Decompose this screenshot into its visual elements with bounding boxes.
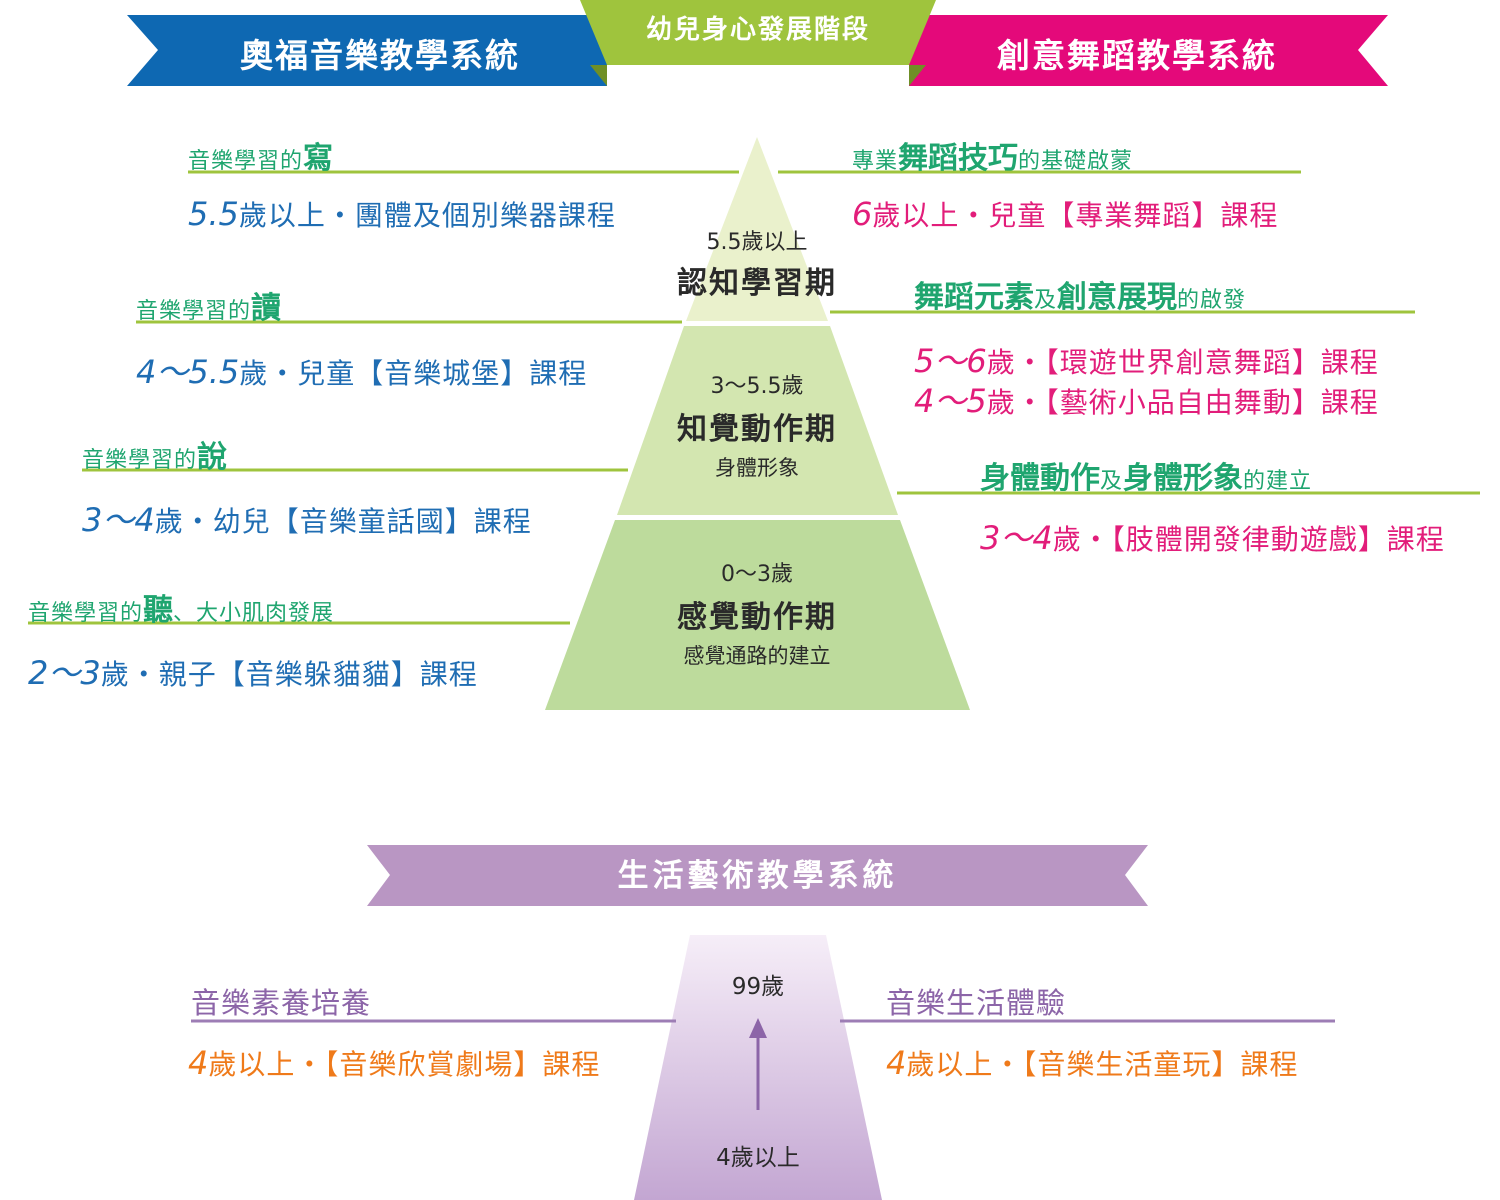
course-age: 4 bbox=[886, 1044, 907, 1082]
stage-middle-sub: 身體形象 bbox=[715, 456, 799, 480]
life-top-age: 99歲 bbox=[731, 974, 785, 1000]
left-heading-listen: 音樂學習的聽、大小肌肉發展 bbox=[28, 585, 334, 629]
life-right-course: 4歲以上・【音樂生活童玩】課程 bbox=[886, 1043, 1298, 1083]
heading-prefix: 音樂學習的 bbox=[82, 448, 198, 473]
right-heading-creative: 舞蹈元素及創意展現的啟發 bbox=[914, 272, 1246, 316]
right-heading-technique: 專業舞蹈技巧的基礎啟蒙 bbox=[852, 133, 1133, 177]
center-banner-title: 幼兒身心發展階段 bbox=[645, 15, 870, 45]
course-age: 3～4 bbox=[980, 519, 1053, 557]
left-heading-speak: 音樂學習的說 bbox=[82, 432, 227, 476]
course-text: 歲以上・【音樂欣賞劇場】課程 bbox=[208, 1048, 601, 1081]
left-heading-read: 音樂學習的讀 bbox=[136, 283, 281, 327]
life-bottom-age: 4歲以上 bbox=[716, 1145, 800, 1171]
stage-bottom-age: 0～3歲 bbox=[721, 562, 793, 587]
stage-bottom-name: 感覺動作期 bbox=[677, 600, 837, 635]
course-text: 歲・幼兒【音樂童話國】課程 bbox=[154, 505, 532, 538]
left-course-write: 5.5歲以上・團體及個別樂器課程 bbox=[188, 194, 616, 234]
right-heading-body: 身體動作及身體形象的建立 bbox=[980, 453, 1312, 497]
heading-connector: 及 bbox=[1034, 288, 1058, 313]
center-banner-shape bbox=[580, 0, 936, 65]
pyramid-middle bbox=[617, 326, 898, 515]
heading-emphasis: 說 bbox=[197, 440, 228, 475]
heading-prefix: 音樂學習的 bbox=[136, 299, 252, 324]
left-course-speak: 3～4歲・幼兒【音樂童話國】課程 bbox=[82, 495, 532, 541]
course-text: 歲以上・【音樂生活童玩】課程 bbox=[906, 1048, 1299, 1081]
heading-emphasis: 舞蹈技巧 bbox=[898, 141, 1019, 176]
right-banner-title: 創意舞蹈教學系統 bbox=[997, 36, 1277, 75]
course-text: 歲・【肢體開發律動遊戲】課程 bbox=[1052, 523, 1445, 556]
heading-emphasis-1: 身體動作 bbox=[980, 461, 1100, 496]
heading-suffix: 的建立 bbox=[1243, 469, 1313, 494]
course-text: 歲以上・團體及個別樂器課程 bbox=[238, 199, 616, 232]
left-banner-title: 奧福音樂教學系統 bbox=[240, 36, 520, 75]
bottom-banner-shape bbox=[367, 845, 1148, 906]
left-banner-shape bbox=[127, 15, 607, 86]
stage-bottom-sub: 感覺通路的建立 bbox=[683, 644, 831, 668]
course-age: 4～5.5 bbox=[136, 353, 240, 391]
course-age: 5～6 bbox=[914, 342, 987, 380]
left-heading-write: 音樂學習的寫 bbox=[188, 133, 333, 177]
center-banner-fold-left bbox=[590, 65, 607, 86]
stage-top-age: 5.5歲以上 bbox=[706, 230, 808, 255]
heading-prefix: 音樂學習的 bbox=[188, 149, 304, 174]
course-age: 6 bbox=[852, 195, 873, 233]
heading-emphasis: 讀 bbox=[251, 291, 282, 326]
heading-emphasis: 聽 bbox=[143, 593, 174, 628]
course-age: 2～3 bbox=[28, 654, 101, 692]
course-text: 歲以上・兒童【專業舞蹈】課程 bbox=[872, 199, 1279, 232]
stage-top: 5.5歲以上 認知學習期 bbox=[657, 224, 857, 302]
heading-emphasis-2: 身體形象 bbox=[1123, 461, 1244, 496]
course-text: 歲・【環遊世界創意舞蹈】課程 bbox=[986, 346, 1379, 379]
pyramid-bottom bbox=[545, 520, 970, 710]
right-course-rhythm: 3～4歲・【肢體開發律動遊戲】課程 bbox=[980, 513, 1445, 559]
heading-connector: 及 bbox=[1100, 469, 1124, 494]
bottom-banner-title: 生活藝術教學系統 bbox=[617, 858, 898, 894]
life-left-heading: 音樂素養培養 bbox=[191, 986, 372, 1020]
center-banner-fold-right bbox=[909, 65, 926, 86]
course-age: 5.5 bbox=[188, 195, 239, 233]
heading-suffix: 、大小肌肉發展 bbox=[173, 601, 335, 626]
left-course-listen: 2～3歲・親子【音樂躲貓貓】課程 bbox=[28, 648, 478, 694]
heading-emphasis-2: 創意展現 bbox=[1057, 280, 1178, 315]
heading-prefix: 專業 bbox=[852, 149, 899, 174]
course-text: 歲・親子【音樂躲貓貓】課程 bbox=[100, 658, 478, 691]
stage-middle-name: 知覺動作期 bbox=[677, 412, 837, 447]
course-text: 歲・兒童【音樂城堡】課程 bbox=[239, 357, 588, 390]
arrow-up-icon bbox=[749, 1018, 767, 1038]
heading-suffix: 的基礎啟蒙 bbox=[1018, 149, 1134, 174]
course-age: 3～4 bbox=[82, 501, 155, 539]
right-course-world-dance: 5～6歲・【環遊世界創意舞蹈】課程 bbox=[914, 336, 1379, 382]
heading-emphasis: 寫 bbox=[303, 141, 334, 176]
stage-top-name: 認知學習期 bbox=[677, 266, 837, 301]
course-age: 4～5 bbox=[914, 382, 987, 420]
pyramid-top bbox=[686, 137, 828, 321]
stage-bottom: 0～3歲 感覺動作期 感覺通路的建立 bbox=[657, 556, 857, 670]
life-left-course: 4歲以上・【音樂欣賞劇場】課程 bbox=[188, 1043, 600, 1083]
stage-middle-age: 3～5.5歲 bbox=[710, 374, 804, 399]
stage-middle: 3～5.5歲 知覺動作期 身體形象 bbox=[657, 368, 857, 482]
course-age: 4 bbox=[188, 1044, 209, 1082]
heading-prefix: 音樂學習的 bbox=[28, 601, 144, 626]
right-course-professional: 6歲以上・兒童【專業舞蹈】課程 bbox=[852, 194, 1278, 234]
course-text: 歲・【藝術小品自由舞動】課程 bbox=[986, 386, 1379, 419]
left-course-read: 4～5.5歲・兒童【音樂城堡】課程 bbox=[136, 347, 587, 393]
right-banner-shape bbox=[909, 15, 1388, 86]
right-course-free-dance: 4～5歲・【藝術小品自由舞動】課程 bbox=[914, 376, 1379, 422]
heading-suffix: 的啟發 bbox=[1177, 288, 1247, 313]
heading-emphasis-1: 舞蹈元素 bbox=[914, 280, 1034, 315]
life-right-heading: 音樂生活體驗 bbox=[886, 986, 1067, 1020]
